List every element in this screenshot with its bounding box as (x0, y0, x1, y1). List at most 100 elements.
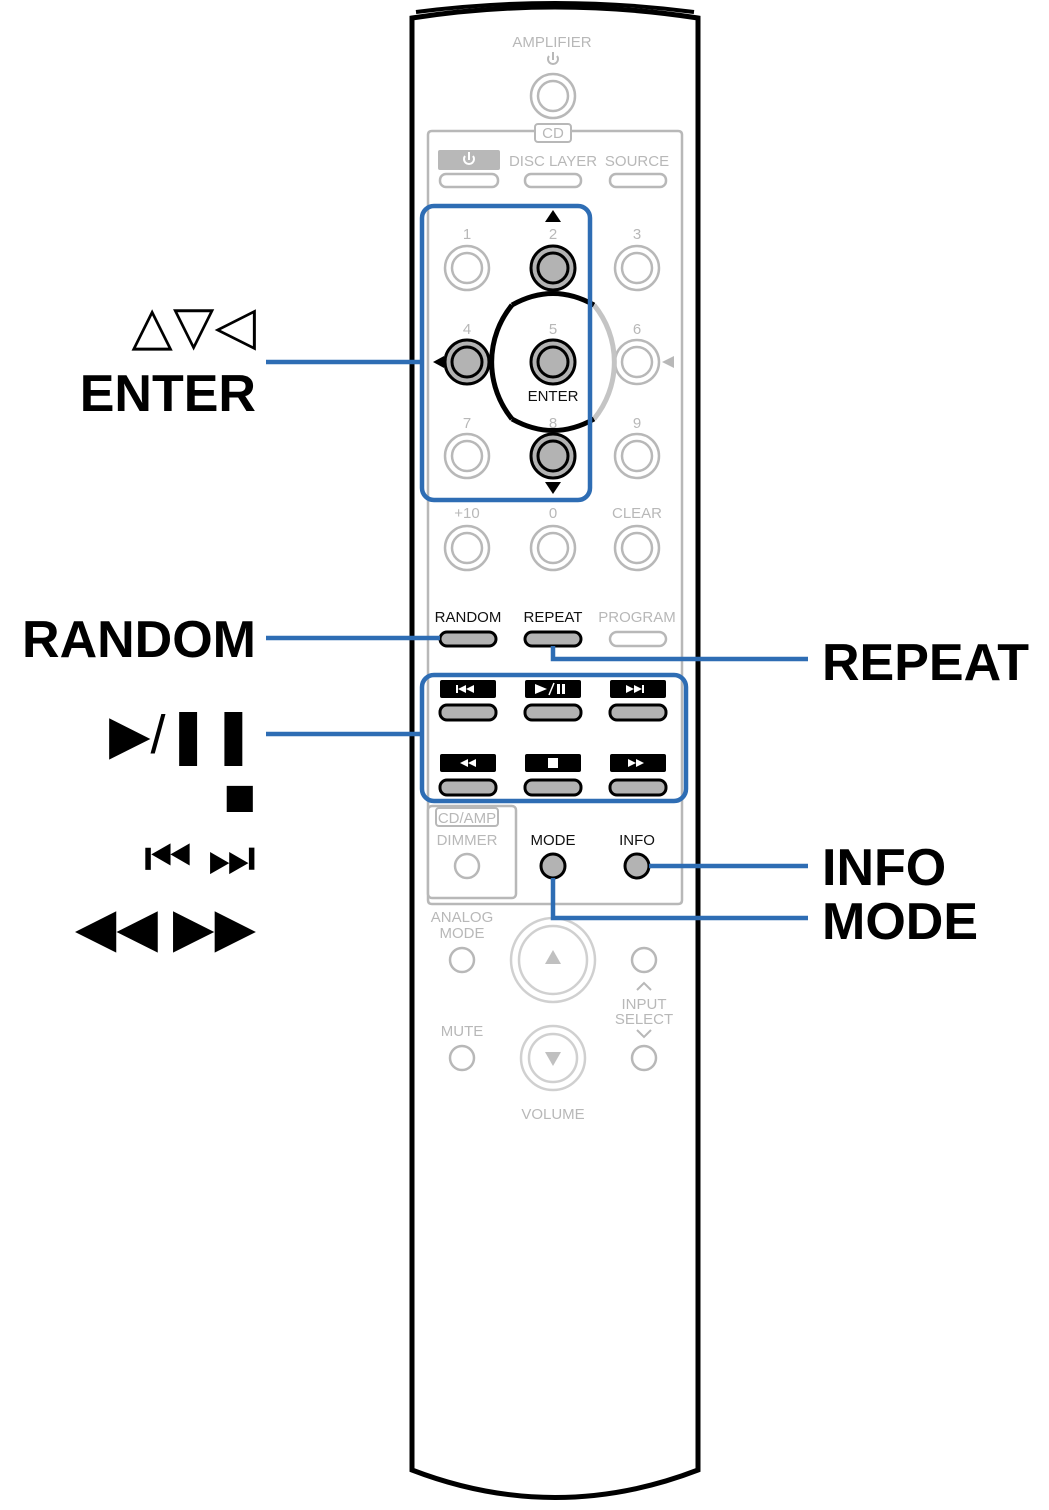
fast-forward-button[interactable] (608, 778, 668, 797)
source-label: SOURCE (605, 153, 669, 170)
num-3-label: 3 (633, 226, 641, 243)
mode-callout: MODE (822, 893, 978, 951)
stop-button[interactable] (523, 778, 583, 797)
num-plus10-button[interactable] (443, 524, 491, 572)
analog-mode-button[interactable] (448, 946, 476, 974)
repeat-leader-line (550, 646, 808, 662)
mode-leader-line (550, 878, 808, 921)
cd-amp-frame (426, 804, 518, 900)
search-callout: ◀◀ ▶▶ (75, 898, 257, 958)
enter-small-label: ENTER (528, 388, 579, 405)
source-button[interactable] (608, 172, 668, 189)
rewind-key (440, 754, 496, 772)
num-5-label: 5 (549, 321, 557, 338)
amplifier-label: AMPLIFIER (512, 34, 591, 51)
play-pause-key (525, 680, 581, 698)
cursor-ring-right-arc (592, 303, 617, 421)
select-label: SELECT (615, 1011, 673, 1028)
input-down-button[interactable] (630, 1044, 658, 1072)
num-0-label: 0 (549, 505, 557, 522)
enter-callout: ENTER (80, 365, 256, 423)
amplifier-power-button[interactable] (529, 72, 577, 120)
enter-button[interactable] (529, 338, 577, 386)
analog-label: ANALOG (431, 909, 494, 926)
dimmer-label: DIMMER (437, 832, 498, 849)
fast-forward-key (610, 754, 666, 772)
chevron-down-icon (636, 1029, 652, 1039)
cd-label: CD (542, 125, 564, 142)
program-label: PROGRAM (598, 609, 676, 626)
play-pause-button[interactable] (523, 703, 583, 722)
repeat-callout: REPEAT (822, 634, 1029, 692)
info-button[interactable] (623, 852, 651, 880)
mute-button[interactable] (448, 1044, 476, 1072)
random-callout: RANDOM (22, 611, 256, 669)
amplifier-power-icon (547, 52, 559, 65)
skip-callout: ⏮ ⏭ (144, 828, 256, 888)
program-button[interactable] (608, 630, 668, 648)
num-8-label: 8 (549, 415, 557, 432)
num-7-label: 7 (463, 415, 471, 432)
num-1-button[interactable] (443, 244, 491, 292)
clear-button[interactable] (613, 524, 661, 572)
play-pause-callout: ▶/❚❚ (109, 705, 256, 766)
transport-highlight-box (419, 672, 689, 804)
info-callout: INFO (822, 839, 946, 897)
num-3-button[interactable] (613, 244, 661, 292)
cursor-highlight-box (419, 203, 593, 503)
down-arrow-icon (545, 482, 561, 494)
cursor-ring-top-arc (510, 291, 596, 308)
cd-amp-label: CD/AMP (438, 810, 496, 827)
volume-down-button[interactable] (519, 1024, 587, 1092)
up-arrow-icon (545, 210, 561, 222)
num-6-label: 6 (633, 321, 641, 338)
left-arrow-icon (433, 356, 444, 368)
num-7-button[interactable] (443, 432, 491, 480)
num-9-button[interactable] (613, 432, 661, 480)
input-label: INPUT (622, 996, 667, 1013)
analog-mode-label: MODE (440, 925, 485, 942)
mode-label: MODE (531, 832, 576, 849)
info-label: INFO (619, 832, 655, 849)
random-label: RANDOM (435, 609, 502, 626)
volume-label: VOLUME (521, 1106, 584, 1123)
disc-layer-label: DISC LAYER (509, 153, 597, 170)
up-button[interactable] (529, 244, 577, 292)
right-arrow-icon (662, 356, 674, 368)
cursor-symbols-callout: △▽◁ (131, 296, 256, 356)
num-1-label: 1 (463, 226, 471, 243)
mute-label: MUTE (441, 1023, 484, 1040)
remote-body (409, 1, 701, 1500)
left-button[interactable] (443, 338, 491, 386)
random-button[interactable] (438, 630, 498, 648)
repeat-button[interactable] (523, 630, 583, 648)
num-0-button[interactable] (529, 524, 577, 572)
skip-forward-key (610, 680, 666, 698)
cursor-ring-bottom-arc (510, 416, 596, 433)
volume-down-icon (545, 1052, 561, 1066)
volume-up-icon (545, 950, 561, 964)
chevron-up-icon (636, 981, 652, 991)
skip-back-button[interactable] (438, 703, 498, 722)
cd-power-icon (463, 152, 475, 165)
cursor-ring-left-arc (489, 303, 514, 421)
rewind-button[interactable] (438, 778, 498, 797)
cd-power-button[interactable] (438, 172, 500, 189)
num-9-label: 9 (633, 415, 641, 432)
num-plus10-label: +10 (454, 505, 479, 522)
down-button[interactable] (529, 432, 577, 480)
stop-callout: ■ (223, 767, 256, 827)
repeat-label: REPEAT (524, 609, 583, 626)
num-4-label: 4 (463, 321, 471, 338)
mode-button[interactable] (539, 852, 567, 880)
skip-back-key (440, 680, 496, 698)
dimmer-button[interactable] (453, 852, 481, 880)
clear-label: CLEAR (612, 505, 662, 522)
skip-forward-button[interactable] (608, 703, 668, 722)
cd-amp-tag (435, 807, 499, 827)
disc-layer-button[interactable] (523, 172, 583, 189)
input-up-button[interactable] (630, 946, 658, 974)
stop-key (525, 754, 581, 772)
num-2-label: 2 (549, 226, 557, 243)
